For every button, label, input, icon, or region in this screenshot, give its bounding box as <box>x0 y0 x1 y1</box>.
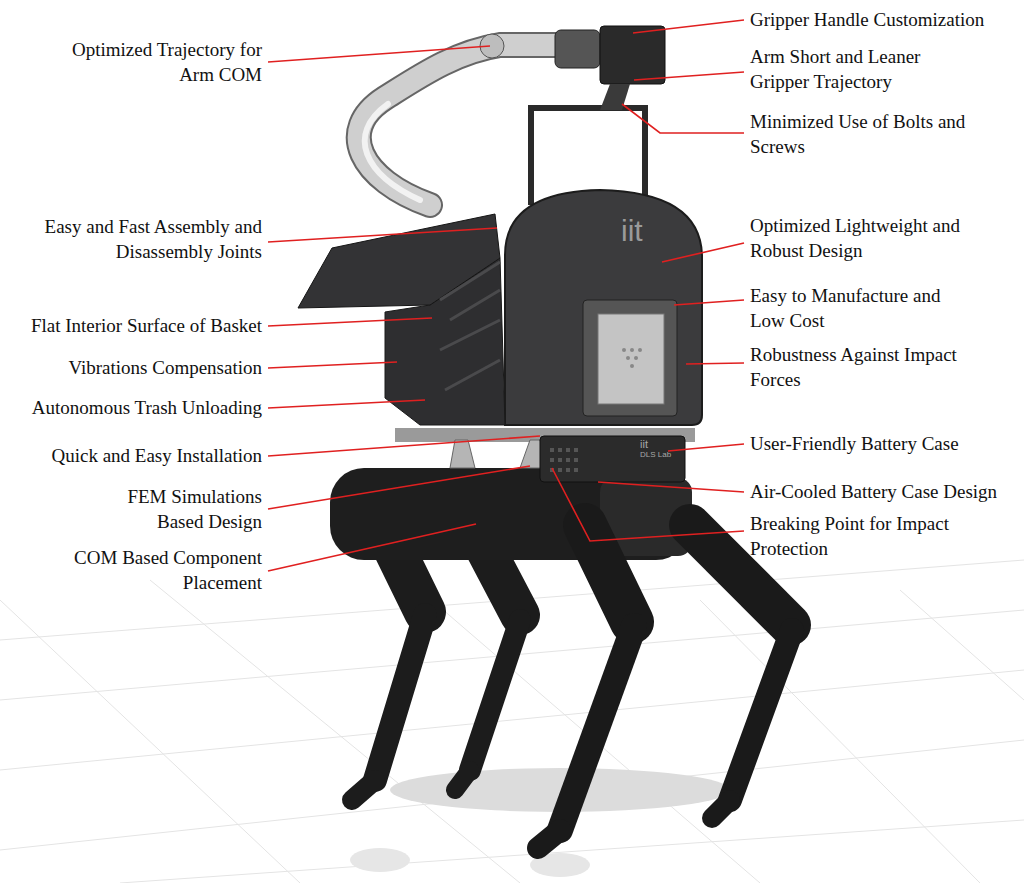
shadow <box>350 768 730 877</box>
callout-label: Robustness Against Impact Forces <box>750 342 995 392</box>
arm-wrist <box>555 30 600 68</box>
callout-label: Flat Interior Surface of Basket <box>31 313 262 338</box>
basket-ribs <box>440 262 500 390</box>
callout-label: Minimized Use of Bolts and Screws <box>750 109 1000 159</box>
mount-bracket <box>450 440 548 468</box>
callout-label: FEM Simulations Based Design <box>97 484 262 534</box>
callout-label: User-Friendly Battery Case <box>750 431 959 456</box>
callout-label: Easy and Fast Assembly and Disassembly J… <box>12 214 262 264</box>
callout-label: Optimized Lightweight and Robust Design <box>750 213 962 263</box>
gripper <box>600 26 665 84</box>
panel-dots <box>622 348 642 368</box>
callout-label: Arm Short and Leaner Gripper Trajectory <box>750 44 965 94</box>
robot-legs <box>538 525 792 848</box>
callout-label: Vibrations Compensation <box>68 355 262 380</box>
leader-line <box>268 20 744 571</box>
callout-label: Optimized Trajectory for Arm COM <box>37 37 262 87</box>
basket-lid <box>298 214 500 308</box>
callout-label: Air-Cooled Battery Case Design <box>750 479 997 504</box>
vent-holes <box>550 448 578 472</box>
basket-panel <box>583 300 677 416</box>
battery-case <box>540 436 685 482</box>
panel-module <box>598 314 664 404</box>
callout-label: COM Based Component Placement <box>37 545 262 595</box>
callout-label: Breaking Point for Impact Protection <box>750 511 990 561</box>
callout-label: Quick and Easy Installation <box>51 443 262 468</box>
robot-arm <box>359 45 560 205</box>
callout-label: Easy to Manufacture and Low Cost <box>750 283 978 333</box>
robot-legs <box>352 520 520 800</box>
basket-body <box>505 190 702 425</box>
logo-text: iit <box>640 438 648 450</box>
callout-label: Autonomous Trash Unloading <box>32 395 262 420</box>
logo-text: iit <box>621 214 643 247</box>
logo-text: DLS Lab <box>640 451 671 460</box>
callout-label: Gripper Handle Customization <box>750 7 984 32</box>
